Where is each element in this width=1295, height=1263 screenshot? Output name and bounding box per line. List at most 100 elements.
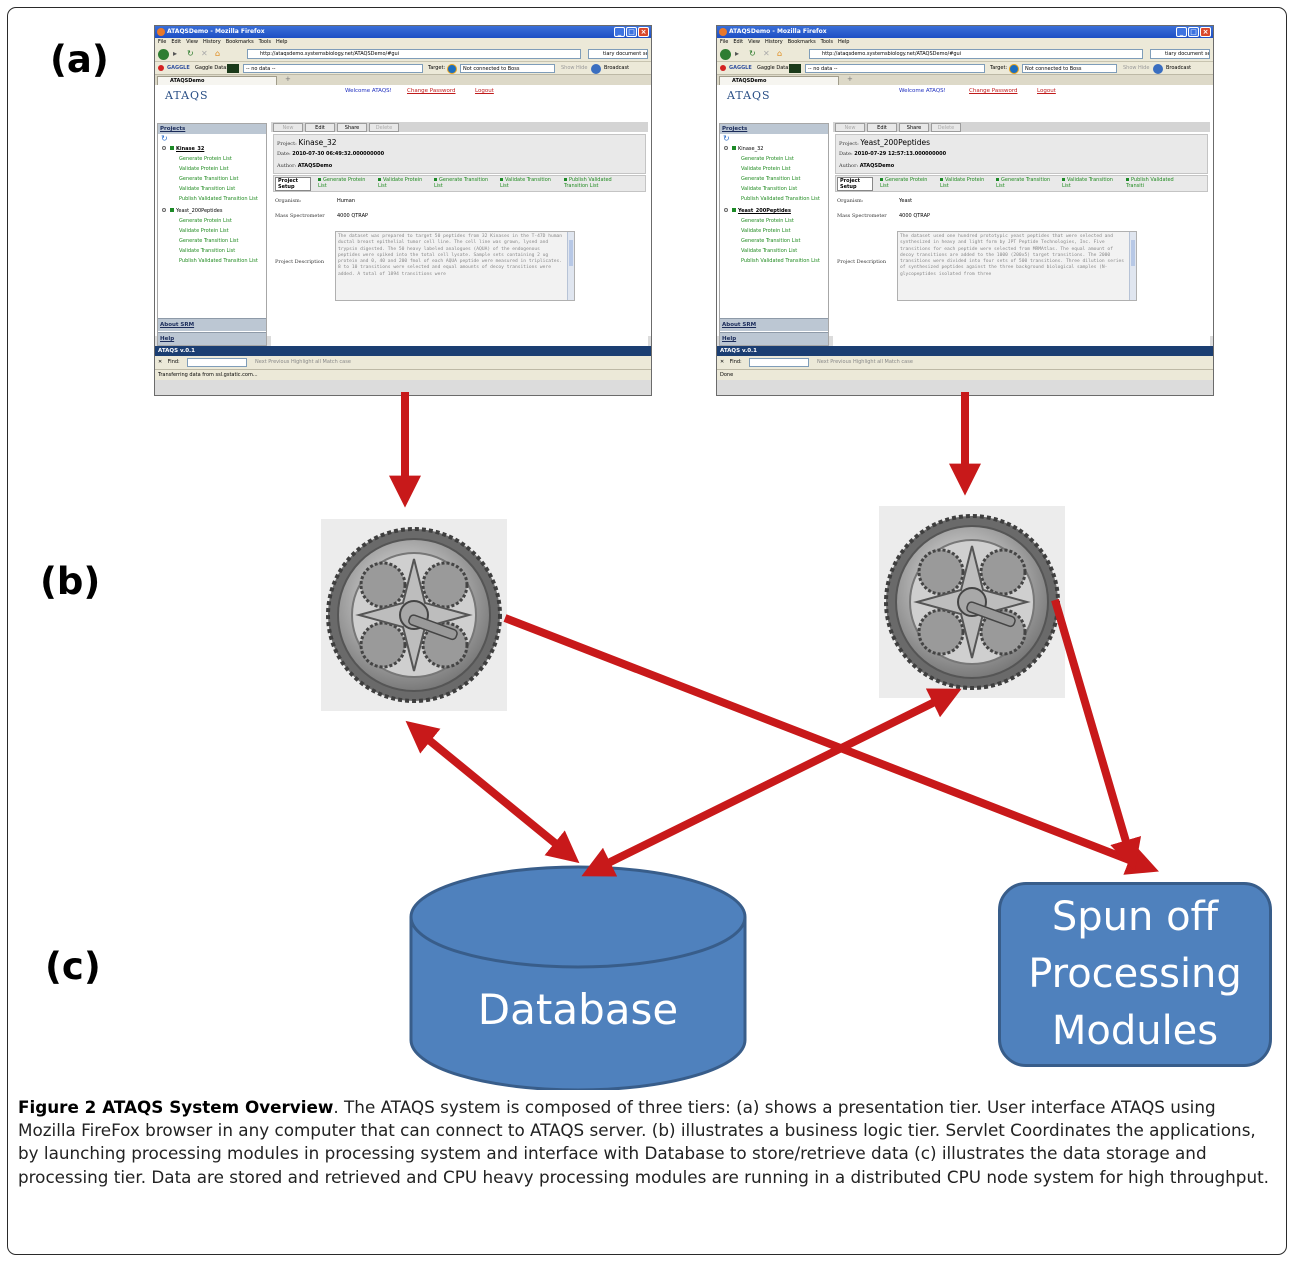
step-project-setup[interactable]: Project Setup bbox=[275, 177, 311, 191]
step-validate-protein[interactable]: Validate Protein List bbox=[940, 177, 985, 189]
project-item[interactable]: Kinase_32 bbox=[724, 146, 763, 152]
menu-view[interactable]: View bbox=[186, 39, 198, 45]
task-link[interactable]: Publish Validated Transition List bbox=[179, 196, 258, 202]
maximize-button[interactable]: □ bbox=[1188, 27, 1199, 37]
find-input[interactable] bbox=[749, 358, 809, 367]
task-link[interactable]: Generate Transition List bbox=[179, 238, 239, 244]
change-password-link[interactable]: Change Password bbox=[969, 88, 1018, 94]
step-validate-transition[interactable]: Validate Transition List bbox=[1062, 177, 1113, 189]
hide-button[interactable]: Hide bbox=[576, 65, 588, 71]
search-field[interactable]: tiary document secl bbox=[1150, 49, 1210, 59]
forward-icon[interactable]: ▸ bbox=[735, 49, 740, 58]
delete-button[interactable]: Delete bbox=[931, 123, 961, 132]
menu-history[interactable]: History bbox=[202, 39, 221, 45]
new-tab-button[interactable]: + bbox=[285, 75, 291, 83]
close-button[interactable]: × bbox=[638, 27, 649, 37]
close-find-icon[interactable]: ✕ bbox=[720, 359, 725, 365]
project-item[interactable]: Kinase_32 bbox=[162, 146, 204, 152]
delete-button[interactable]: Delete bbox=[369, 123, 399, 132]
back-icon[interactable] bbox=[720, 49, 731, 60]
sidebar-title[interactable]: Projects bbox=[720, 124, 828, 134]
stop-icon[interactable]: ✕ bbox=[201, 49, 208, 58]
description-scrollbar[interactable] bbox=[567, 232, 574, 300]
menu-history[interactable]: History bbox=[764, 39, 783, 45]
description-textarea[interactable]: The dataset was prepared to target 50 pe… bbox=[335, 231, 575, 301]
url-bar[interactable]: http://ataqsdemo.systemsbiology.net/ATAQ… bbox=[809, 49, 1143, 59]
step-publish[interactable]: Publish Validated Transiti bbox=[1126, 177, 1174, 189]
tab-ataqsdemo[interactable]: ATAQSDemo bbox=[719, 76, 839, 86]
task-link[interactable]: Validate Transition List bbox=[741, 248, 798, 254]
step-validate-protein[interactable]: Validate Protein List bbox=[378, 177, 423, 189]
minimize-button[interactable]: _ bbox=[1176, 27, 1187, 37]
new-button[interactable]: New bbox=[273, 123, 303, 132]
collapse-icon[interactable] bbox=[162, 146, 166, 150]
menu-file[interactable]: File bbox=[720, 39, 729, 45]
description-scrollbar[interactable] bbox=[1129, 232, 1136, 300]
step-generate-protein[interactable]: Generate Protein List bbox=[318, 177, 366, 189]
project-item[interactable]: Yeast_200Peptides bbox=[162, 208, 222, 214]
menu-file[interactable]: File bbox=[158, 39, 167, 45]
target-select[interactable]: Not connected to Boss bbox=[1022, 64, 1117, 73]
new-button[interactable]: New bbox=[835, 123, 865, 132]
edit-button[interactable]: Edit bbox=[305, 123, 335, 132]
gaggle-data-select[interactable]: -- no data -- bbox=[243, 64, 423, 73]
share-button[interactable]: Share bbox=[899, 123, 929, 132]
edit-button[interactable]: Edit bbox=[867, 123, 897, 132]
menu-help[interactable]: Help bbox=[276, 39, 288, 45]
menu-help[interactable]: Help bbox=[838, 39, 850, 45]
reload-icon[interactable]: ↻ bbox=[187, 49, 194, 58]
find-input[interactable] bbox=[187, 358, 247, 367]
show-button[interactable]: Show bbox=[561, 65, 575, 71]
menu-edit[interactable]: Edit bbox=[171, 39, 182, 45]
change-password-link[interactable]: Change Password bbox=[407, 88, 456, 94]
menu-bookmarks[interactable]: Bookmarks bbox=[225, 39, 254, 45]
task-link[interactable]: Validate Protein List bbox=[179, 228, 229, 234]
task-link[interactable]: Validate Protein List bbox=[179, 166, 229, 172]
task-link[interactable]: Generate Transition List bbox=[179, 176, 239, 182]
hide-button[interactable]: Hide bbox=[1138, 65, 1150, 71]
show-button[interactable]: Show bbox=[1123, 65, 1137, 71]
gaggle-data-select[interactable]: -- no data -- bbox=[805, 64, 985, 73]
task-link[interactable]: Generate Protein List bbox=[741, 218, 794, 224]
task-link[interactable]: Validate Protein List bbox=[741, 166, 791, 172]
url-bar[interactable]: http://ataqsdemo.systemsbiology.net/ATAQ… bbox=[247, 49, 581, 59]
step-generate-transition[interactable]: Generate Transition List bbox=[434, 177, 489, 189]
menu-view[interactable]: View bbox=[748, 39, 760, 45]
step-project-setup[interactable]: Project Setup bbox=[837, 177, 873, 191]
step-validate-transition[interactable]: Validate Transition List bbox=[500, 177, 551, 189]
find-options[interactable]: Next Previous Highlight all Match case bbox=[817, 359, 913, 365]
task-link[interactable]: Validate Protein List bbox=[741, 228, 791, 234]
help-section[interactable]: Help bbox=[158, 332, 266, 345]
home-icon[interactable]: ⌂ bbox=[215, 49, 221, 58]
minimize-button[interactable]: _ bbox=[614, 27, 625, 37]
logout-link[interactable]: Logout bbox=[1037, 88, 1056, 94]
step-publish[interactable]: Publish Validated Transition List bbox=[564, 177, 612, 189]
close-find-icon[interactable]: ✕ bbox=[158, 359, 163, 365]
close-button[interactable]: × bbox=[1200, 27, 1211, 37]
about-srm-section[interactable]: About SRM bbox=[158, 318, 266, 331]
menu-edit[interactable]: Edit bbox=[733, 39, 744, 45]
broadcast-button[interactable]: Broadcast bbox=[604, 65, 630, 71]
maximize-button[interactable]: □ bbox=[626, 27, 637, 37]
task-link[interactable]: Generate Protein List bbox=[741, 156, 794, 162]
home-icon[interactable]: ⌂ bbox=[777, 49, 783, 58]
refresh-icon[interactable]: ↻ bbox=[161, 134, 168, 143]
find-options[interactable]: Next Previous Highlight all Match case bbox=[255, 359, 351, 365]
new-tab-button[interactable]: + bbox=[847, 75, 853, 83]
task-link[interactable]: Publish Validated Transition List bbox=[741, 196, 820, 202]
menu-tools[interactable]: Tools bbox=[820, 39, 833, 45]
logout-link[interactable]: Logout bbox=[475, 88, 494, 94]
back-icon[interactable] bbox=[158, 49, 169, 60]
broadcast-button[interactable]: Broadcast bbox=[1166, 65, 1192, 71]
collapse-icon[interactable] bbox=[162, 208, 166, 212]
step-generate-protein[interactable]: Generate Protein List bbox=[880, 177, 928, 189]
project-item[interactable]: Yeast_200Peptides bbox=[724, 208, 791, 214]
menu-bookmarks[interactable]: Bookmarks bbox=[787, 39, 816, 45]
task-link[interactable]: Generate Transition List bbox=[741, 176, 801, 182]
collapse-icon[interactable] bbox=[724, 208, 728, 212]
target-select[interactable]: Not connected to Boss bbox=[460, 64, 555, 73]
tab-ataqsdemo[interactable]: ATAQSDemo bbox=[157, 76, 277, 86]
menu-tools[interactable]: Tools bbox=[258, 39, 271, 45]
description-textarea[interactable]: The dataset used one hundred prototypic … bbox=[897, 231, 1137, 301]
task-link[interactable]: Generate Transition List bbox=[741, 238, 801, 244]
